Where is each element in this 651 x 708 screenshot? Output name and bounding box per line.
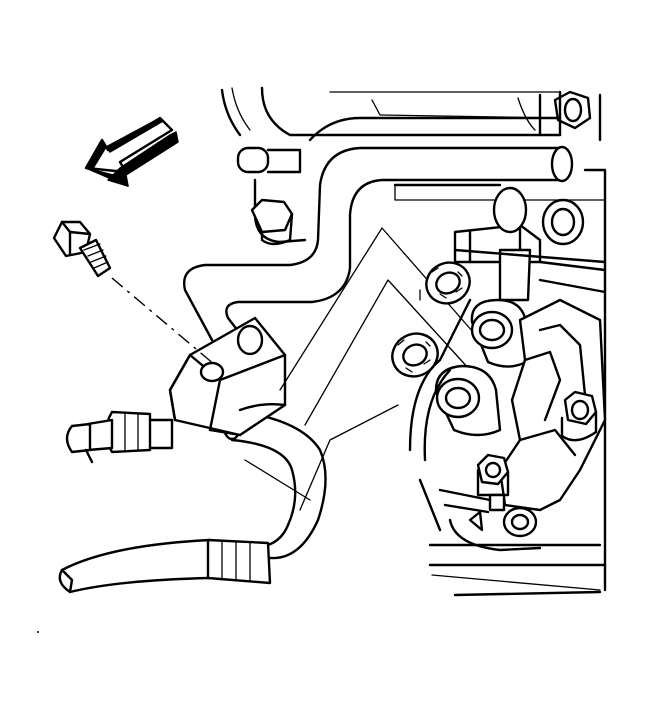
scan-speck: [37, 631, 39, 633]
line-fitting-icon: [65, 410, 174, 464]
bolt-icon: [52, 220, 112, 278]
compressor-fitting-icon: [434, 364, 502, 437]
bolt-alignment-line: [111, 277, 216, 366]
hose-clamp-bracket-icon: [168, 316, 287, 437]
background-bolt-icon: [250, 178, 307, 246]
engine-mount-nut-icon: [553, 90, 592, 130]
mount-bushing-icon: [236, 146, 302, 174]
front-of-vehicle-arrow: [84, 116, 179, 187]
compressor-body-icon: [408, 186, 607, 552]
o-ring-seal-icon: [425, 261, 471, 305]
o-ring-seal-icon: [391, 332, 439, 378]
return-hose-icon: [183, 116, 574, 342]
engine-block-outline: [220, 86, 607, 597]
compressor-fitting-icon: [470, 298, 532, 368]
